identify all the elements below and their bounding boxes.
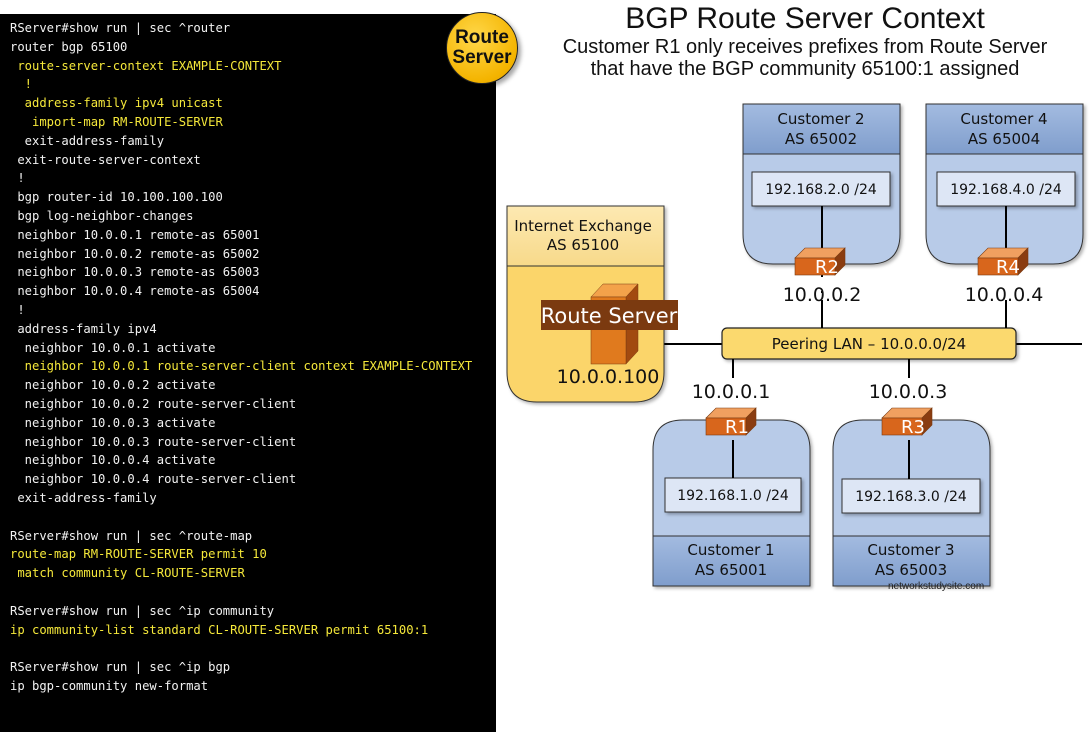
customer-3-as: AS 65003: [875, 561, 947, 579]
cli-line: ip bgp-community new-format: [10, 679, 209, 693]
customer-4-as: AS 65004: [968, 130, 1040, 148]
cli-line: address-family ipv4: [10, 321, 157, 336]
r4-ip-label: 10.0.0.4: [965, 284, 1044, 306]
r3-ip-label: 10.0.0.3: [869, 381, 948, 403]
router-r4-label: R4: [996, 257, 1020, 278]
router-r2-icon: [794, 247, 846, 276]
cli-line: neighbor 10.0.0.3 route-server-client: [10, 434, 297, 449]
diagram-subtitle: Customer R1 only receives prefixes from …: [520, 36, 1090, 80]
badge-line-1: Route: [455, 27, 509, 48]
cli-line: !: [10, 303, 25, 317]
r2-ip-label: 10.0.0.2: [783, 284, 862, 306]
r1-ip-label: 10.0.0.1: [692, 381, 771, 403]
cli-line: RServer#show run | sec ^ip bgp: [10, 660, 231, 675]
cli-line: exit-address-family: [10, 133, 165, 148]
router-r3-label: R3: [901, 417, 925, 438]
route-server-ip: 10.0.0.100: [557, 366, 660, 388]
cli-line-highlighted: match community CL-ROUTE-SERVER: [10, 566, 245, 581]
ixp-as: AS 65100: [547, 236, 619, 254]
customer-1-prefix-box: [664, 477, 802, 513]
cli-line: !: [10, 171, 25, 186]
cli-line-highlighted: import-map RM-ROUTE-SERVER: [10, 115, 223, 129]
cli-line: neighbor 10.0.0.4 route-server-client: [10, 472, 297, 487]
peering-lan-label: Peering LAN – 10.0.0.0/24: [772, 335, 966, 353]
cli-line: exit-route-server-context: [10, 152, 201, 167]
cli-line: neighbor 10.0.0.2 activate: [10, 378, 216, 393]
customer-4-prefix-box: [936, 171, 1076, 207]
cli-terminal-panel: RServer#show run | sec ^router router bgp…: [0, 14, 496, 732]
customer-4-prefix: 192.168.4.0 /24: [950, 182, 1062, 198]
cli-line-highlighted: route-map RM-ROUTE-SERVER permit 10: [10, 547, 267, 562]
cli-line: RServer#show run | sec ^ip community: [10, 603, 275, 618]
cli-line: bgp log-neighbor-changes: [10, 209, 194, 223]
cli-line: neighbor 10.0.0.3 remote-as 65003: [10, 265, 260, 280]
watermark: networkstudysite.com: [888, 581, 985, 592]
route-server-label: Route Server: [541, 304, 678, 328]
cli-line-highlighted: neighbor 10.0.0.1 route-server-client co…: [10, 359, 473, 374]
subtitle-line-1: Customer R1 only receives prefixes from …: [562, 36, 1048, 58]
route-server-badge: Route Server: [446, 12, 518, 84]
cli-line: neighbor 10.0.0.3 activate: [10, 415, 216, 430]
cli-line-highlighted: address-family ipv4 unicast: [10, 96, 223, 111]
cli-line: router bgp 65100: [10, 39, 128, 54]
customer-3-prefix: 192.168.3.0 /24: [855, 489, 967, 505]
router-r3-icon: [881, 407, 933, 436]
cli-line: neighbor 10.0.0.2 remote-as 65002: [10, 246, 260, 261]
customer-3-prefix-box: [841, 478, 981, 514]
diagram-title: BGP Route Server Context: [625, 2, 985, 35]
cli-line: neighbor 10.0.0.2 route-server-client: [10, 397, 297, 411]
cli-line-highlighted: ip community-list standard CL-ROUTE-SERV…: [10, 622, 429, 637]
route-server-label-bg: [541, 300, 678, 330]
customer-1-as: AS 65001: [695, 561, 767, 579]
customer-1-name: Customer 1: [687, 541, 774, 559]
cli-line-highlighted: route-server-context EXAMPLE-CONTEXT: [10, 58, 282, 73]
customer-2-as: AS 65002: [785, 130, 857, 148]
cli-line: neighbor 10.0.0.4 activate: [10, 453, 216, 468]
customer-4-name: Customer 4: [960, 110, 1047, 128]
cli-line: neighbor 10.0.0.1 activate: [10, 340, 216, 355]
customer-3-name: Customer 3: [867, 541, 954, 559]
peering-lan-box: [721, 327, 1017, 360]
customer-2-prefix: 192.168.2.0 /24: [765, 182, 877, 198]
cli-line: RServer#show run | sec ^route-map: [10, 528, 253, 543]
cli-line-highlighted: !: [10, 77, 33, 92]
customer-1-prefix: 192.168.1.0 /24: [677, 488, 789, 504]
cli-line: RServer#show run | sec ^router: [10, 21, 231, 35]
cli-line: bgp router-id 10.100.100.100: [10, 190, 223, 205]
customer-2-prefix-box: [751, 171, 891, 207]
router-r4-icon: [977, 247, 1029, 276]
router-r1-icon: [705, 407, 757, 436]
ixp-name: Internet Exchange: [514, 217, 652, 235]
customer-2-name: Customer 2: [777, 110, 864, 128]
router-r2-label: R2: [815, 257, 839, 278]
subtitle-line-2: that have the BGP community 65100:1 assi…: [590, 58, 1020, 80]
cli-line: exit-address-family: [10, 491, 157, 505]
cli-line: neighbor 10.0.0.4 remote-as 65004: [10, 284, 260, 299]
badge-line-2: Server: [452, 47, 512, 68]
router-r1-label: R1: [725, 417, 749, 438]
cli-line: neighbor 10.0.0.1 remote-as 65001: [10, 227, 260, 242]
